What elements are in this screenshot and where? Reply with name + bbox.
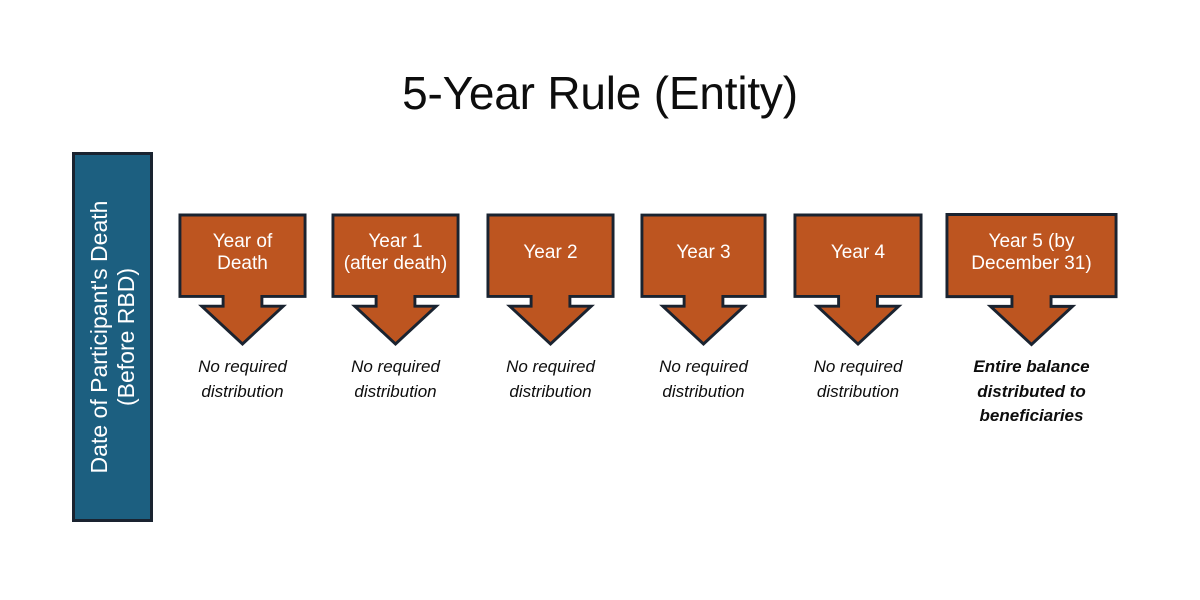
timeline-step-year-3[interactable]: Year 3 bbox=[640, 211, 767, 348]
step-caption-year-4: No required distribution bbox=[813, 357, 903, 401]
participant-death-sidebar: Date of Participant's Death (Before RBD) bbox=[72, 152, 153, 522]
down-arrow-icon-year-3 bbox=[640, 211, 767, 348]
timeline-step-year-2[interactable]: Year 2 bbox=[486, 211, 615, 348]
down-arrow-icon-year-5 bbox=[945, 211, 1118, 348]
step-caption-year-2: No required distribution bbox=[506, 357, 595, 401]
timeline-step-year-5[interactable]: Year 5 (by December 31) bbox=[945, 211, 1118, 348]
down-arrow-icon-year-of-death bbox=[178, 211, 307, 348]
sidebar-label: Date of Participant's Death (Before RBD) bbox=[85, 200, 139, 474]
step-caption-year-5: Entire balance distributed to beneficiar… bbox=[973, 357, 1090, 426]
step-caption-year-1: No required distribution bbox=[351, 357, 440, 401]
down-arrow-icon-year-2 bbox=[486, 211, 615, 348]
down-arrow-icon-year-4 bbox=[793, 211, 923, 348]
page-title: 5-Year Rule (Entity) bbox=[402, 67, 798, 119]
down-arrow-icon-year-1 bbox=[331, 211, 460, 348]
timeline-step-year-of-death[interactable]: Year of Death bbox=[178, 211, 307, 348]
timeline-step-year-4[interactable]: Year 4 bbox=[793, 211, 923, 348]
step-caption-year-3: No required distribution bbox=[659, 357, 748, 401]
step-caption-year-of-death: No required distribution bbox=[198, 357, 287, 401]
timeline-step-year-1[interactable]: Year 1 (after death) bbox=[331, 211, 460, 348]
